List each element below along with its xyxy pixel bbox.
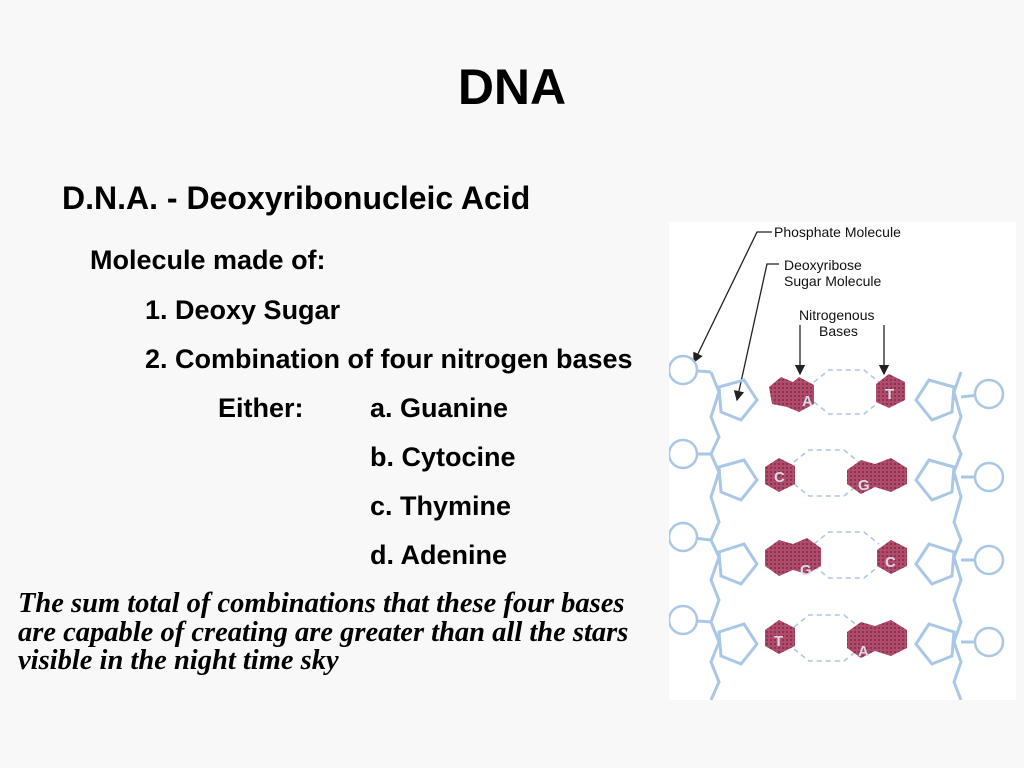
base-label: G [800,562,812,579]
phosphate-label: Phosphate Molecule [774,224,901,240]
pointer-lines [693,231,890,402]
subtitle: D.N.A. - Deoxyribonucleic Acid [62,180,531,216]
base-pair-4: T A [765,620,907,660]
base-pair-1: A T [769,374,905,412]
sugar-label-1: Deoxyribose [784,257,862,273]
dna-diagram: Phosphate Molecule Deoxyribose Sugar Mol… [669,222,1016,700]
base-pair-2: C G [765,458,907,494]
backbones [684,368,988,700]
base-label: A [802,393,813,410]
bases-label-1: Nitrogenous [799,307,875,323]
base-cytocine: b. Cytocine [370,442,516,472]
base-label: G [858,477,870,494]
base-label: C [885,554,896,571]
bases-label-2: Bases [819,323,858,339]
base-label: A [858,643,869,660]
phosphate-circles [669,354,1005,658]
dna-diagram-svg: Phosphate Molecule Deoxyribose Sugar Mol… [669,224,1005,700]
list-item-sugar: 1. Deoxy Sugar [145,295,341,325]
base-thymine: c. Thymine [370,491,512,521]
base-pair-3: G C [765,538,907,579]
page-title: DNA [457,59,567,115]
base-guanine: a. Guanine [370,393,509,423]
base-adenine: d. Adenine [370,540,508,570]
base-label: T [885,386,894,403]
base-label: T [774,633,783,650]
intro-text: Molecule made of: [90,245,326,275]
base-label: C [774,469,785,486]
sugar-label-2: Sugar Molecule [784,273,881,289]
list-item-bases: 2. Combination of four nitrogen bases [145,344,633,374]
either-label: Either: [218,393,304,423]
stars-quote: The sum total of combinations that these… [18,588,629,676]
